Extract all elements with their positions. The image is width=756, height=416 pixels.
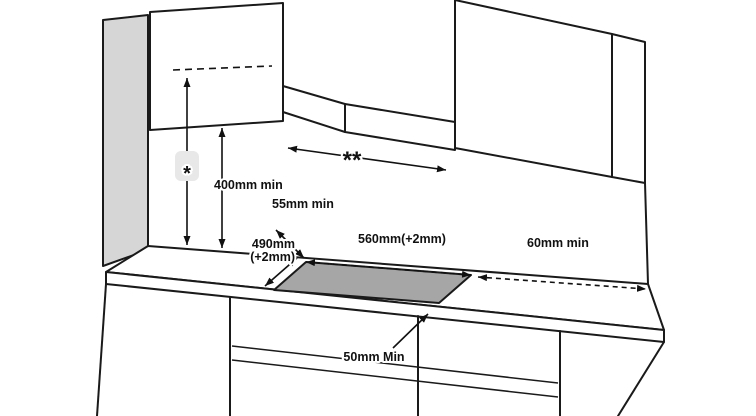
- star-badge: [175, 151, 199, 181]
- cutout-width-560-arrow: [305, 259, 472, 278]
- clearance-60-label: 60mm min: [527, 236, 589, 250]
- clearance-50-label: 50mm Min: [343, 350, 404, 364]
- dimension-lines: [183, 78, 647, 349]
- double-star-label: **: [343, 147, 362, 174]
- upper-cabinet-left: [149, 2, 284, 131]
- base-cabinets: [96, 283, 665, 416]
- hood-soffit-band: [344, 103, 456, 151]
- dimension-labels: * ** 400mm min 55mm min 490mm (+2mm) 560…: [181, 145, 591, 366]
- right-wall-corner-line: [644, 182, 649, 285]
- double-star-width-arrow: [287, 145, 447, 173]
- base-cabinet-left-edge: [96, 283, 107, 416]
- clearance-60-arrow: [477, 274, 647, 292]
- clearance-55-arrow: [275, 229, 305, 259]
- drawer-line-top: [231, 345, 559, 384]
- base-cabinet-right-side: [617, 341, 665, 416]
- cutout-depth-tolerance-label: (+2mm): [250, 250, 295, 264]
- hood-height-reference-line: [172, 65, 273, 71]
- clearance-400-label: 400mm min: [214, 178, 283, 192]
- clearance-50-leader-arrow: [392, 313, 429, 349]
- clearance-55-label: 55mm min: [272, 197, 334, 211]
- cutout-depth-490-arrow: [264, 257, 298, 287]
- cutout-depth-label: 490mm: [252, 237, 295, 251]
- star-label: *: [183, 163, 191, 185]
- upper-cabinet-right-side: [611, 33, 646, 184]
- drawer-line-bottom: [231, 359, 559, 398]
- left-side-wall-panel: [102, 14, 149, 267]
- cutout-width-label: 560mm(+2mm): [358, 232, 446, 246]
